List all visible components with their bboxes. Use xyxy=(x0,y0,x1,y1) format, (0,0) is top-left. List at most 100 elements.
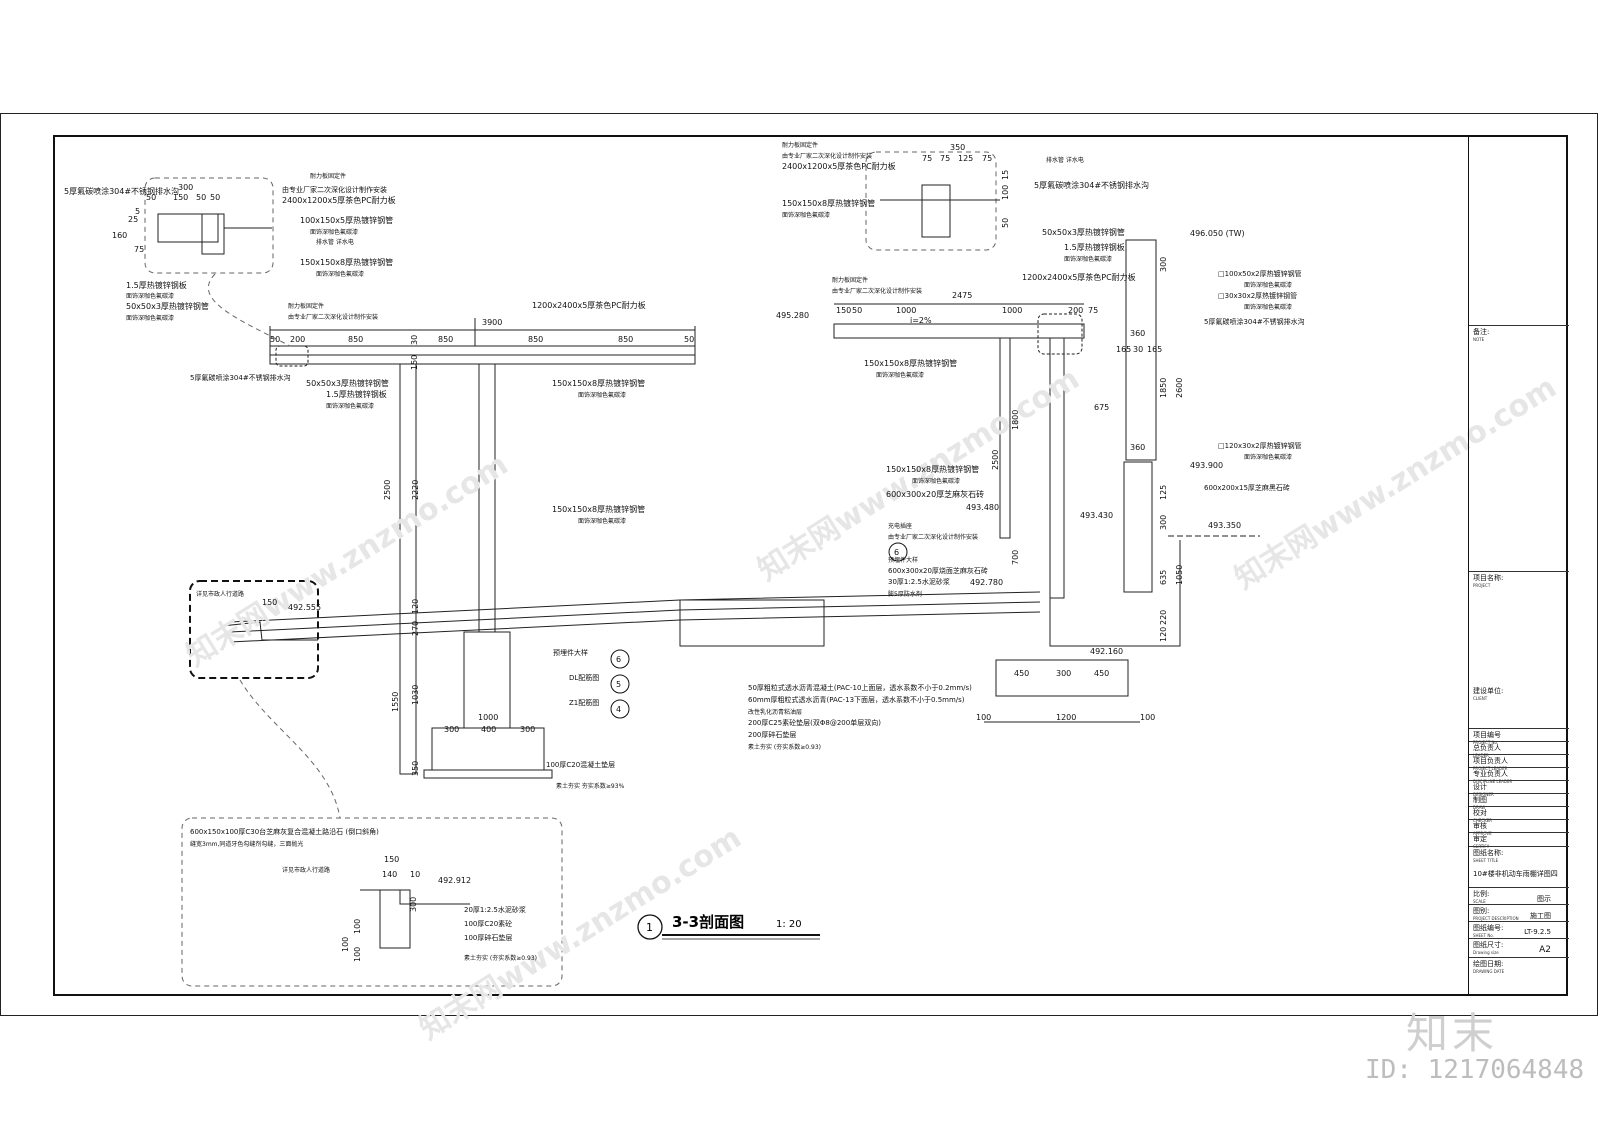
drawing-sheet-border xyxy=(0,113,1598,1016)
lc-vdim: 30 xyxy=(410,335,419,345)
tb-size: 图纸尺寸:Drawing size A2 xyxy=(1469,938,1569,956)
rc-elevation: 493.430 xyxy=(1080,511,1113,520)
rd-label: 150x150x8厚热镀锌钢管 xyxy=(782,198,875,208)
layer-label: 50厚粗粒式透水沥青混凝土(PAC-10上面层，透水系数不小于0.2mm/s) xyxy=(748,683,972,692)
rc-mid-label: 充电插座 xyxy=(888,522,912,530)
rd-dim: 15 xyxy=(1001,170,1010,180)
tb-note: 备注: NOTE xyxy=(1469,325,1569,571)
rc-mid-dim: 2500 xyxy=(991,450,1000,470)
ld-dim-25: 25 xyxy=(128,215,138,224)
rd-dim: 125 xyxy=(958,154,973,163)
curb-detail-1-box xyxy=(189,580,319,679)
pavement-layers xyxy=(679,599,825,647)
rc-wall-dim: 360 xyxy=(1130,443,1145,452)
lc-fdim: 1000 xyxy=(478,713,498,722)
lc-dim: 850 xyxy=(528,335,543,344)
cd2-ref: 详见市政人行道路 xyxy=(282,866,330,874)
rc-label: 1200x2400x5厚茶色PC耐力板 xyxy=(1022,272,1136,282)
ld-label: 面饰深咖色氟碳漆 xyxy=(316,270,364,278)
ld-label: 50x50x3厚热镀锌钢管 xyxy=(126,301,209,311)
cd2-dim: 100 xyxy=(353,919,362,934)
rc-dim: 50 xyxy=(852,306,862,315)
ld-label: 由专业厂家二次深化设计制作安装 xyxy=(282,185,387,194)
rc-wall-label: □100x50x2厚热镀锌钢管 xyxy=(1218,269,1302,278)
tb-stage: 图别:PROJECT DESCRIPTION 施工图 xyxy=(1469,904,1569,921)
lc-dim: 50 xyxy=(684,335,694,344)
rc-mid-dim: 1800 xyxy=(1011,410,1020,430)
ld-dim-75: 75 xyxy=(134,245,144,254)
cd2-label: 20厚1:2.5水泥砂浆 xyxy=(464,905,526,914)
rc-wall-label: 面饰深咖色氟碳漆 xyxy=(1244,453,1292,461)
rc-wall-dim: 360 xyxy=(1130,329,1145,338)
rd-label: 排水管 详水电 xyxy=(1046,156,1084,164)
lc-label: 1200x2400x5厚茶色PC耐力板 xyxy=(532,300,646,310)
rc-mid-label: 由专业厂家二次深化设计制作安装 xyxy=(888,533,978,541)
drawing-frame xyxy=(53,135,1568,996)
right-wall-post xyxy=(1123,461,1153,593)
rc-wall-dim: 125 xyxy=(1159,485,1168,500)
rc-fdim: 1200 xyxy=(1056,713,1076,722)
rc-wall-dim: 1050 xyxy=(1175,565,1184,585)
ld-label: 100x150x5厚热镀锌钢管 xyxy=(300,215,393,225)
rc-dim: 1000 xyxy=(896,306,916,315)
cd1-elevation: 492.555 xyxy=(288,603,321,612)
rc-fdim: 450 xyxy=(1094,669,1109,678)
lc-overall: 3900 xyxy=(482,318,502,327)
right-footing xyxy=(995,659,1129,697)
ld-label: 面饰深咖色氟碳漆 xyxy=(310,228,358,236)
ld-dim-150: 150 xyxy=(173,193,188,202)
section-circle xyxy=(637,914,663,940)
rc-mid-label: 预埋件大样 xyxy=(888,556,918,564)
lc-dim: 850 xyxy=(618,335,633,344)
rc-label: 面饰深咖色氟碳漆 xyxy=(876,371,924,379)
rd-dim: 75 xyxy=(982,154,992,163)
tb-date: 绘图日期:DRAWING DATE xyxy=(1469,957,1569,995)
watermark-id: ID: 1217064848 xyxy=(1365,1055,1585,1085)
right-column xyxy=(1049,337,1065,599)
rc-label: 150x150x8厚热镀锌钢管 xyxy=(864,358,957,368)
rc-wall-dim: 2600 xyxy=(1175,378,1184,398)
cd2-dim: 10 xyxy=(410,870,420,879)
lc-callout-no: 6 xyxy=(616,655,621,664)
rc-label: 由专业厂家二次深化设计制作安装 xyxy=(832,287,922,295)
cd2-dim: 300 xyxy=(409,897,418,912)
rc-elevation: 492.160 xyxy=(1090,647,1123,656)
ld-label: 150x150x8厚热镀锌钢管 xyxy=(300,257,393,267)
rc-mid-label: 150x150x8厚热镀锌钢管 xyxy=(886,464,979,474)
lc-dim: 850 xyxy=(438,335,453,344)
rc-fdim: 450 xyxy=(1014,669,1029,678)
right-roof-beam xyxy=(833,323,1085,339)
lc-vdim: 1550 xyxy=(391,692,400,712)
rc-mid-label: 膨5厚防水剂 xyxy=(888,590,922,598)
lc-fdim: 400 xyxy=(481,725,496,734)
sheet-title-value: 10#楼非机动车雨棚详图四 xyxy=(1473,870,1558,878)
rd-label: 1.5厚热镀锌钢板 xyxy=(1064,242,1125,252)
rc-overall: 2475 xyxy=(952,291,972,300)
tb-sheet-title: 图纸名称:SHEET TITLE 10#楼非机动车雨棚详图四 xyxy=(1469,846,1569,886)
tb-sheet-no: 图纸编号:SHEET No. LT-9.2.5 xyxy=(1469,921,1569,938)
cd2-dim: 150 xyxy=(384,855,399,864)
cd2-title: 600x150x100厚C30台芝麻灰复合混凝土路沿石 (倒口斜角) xyxy=(190,827,379,836)
rc-wall-dim: 635 xyxy=(1159,570,1168,585)
lc-label: 由专业厂家二次深化设计制作安装 xyxy=(288,313,378,321)
rc-mid-label: 600x300x20厚芝麻灰石砖 xyxy=(886,489,984,499)
lc-callout-no: 5 xyxy=(616,680,621,689)
layer-label: 改性乳化沥青粘油层 xyxy=(748,708,802,716)
rc-elevation: 493.900 xyxy=(1190,461,1223,470)
lc-vdim: 1030 xyxy=(411,685,420,705)
rd-label: 耐力板固定件 xyxy=(782,141,818,149)
rc-elevation: 493.350 xyxy=(1208,521,1241,530)
tb-client: 建设单位: CLIENT xyxy=(1473,687,1504,701)
lc-label: 面饰深咖色氟碳漆 xyxy=(326,402,374,410)
section-title: 3-3剖面图 xyxy=(672,913,744,931)
cd2-label: 100厚C20素砼 xyxy=(464,919,512,928)
lc-label: 50x50x3厚热镀锌钢管 xyxy=(306,378,389,388)
lc-dim: 850 xyxy=(348,335,363,344)
lc-label: 面饰深咖色氟碳漆 xyxy=(578,391,626,399)
right-detail-box xyxy=(865,151,997,251)
lc-vdim: 350 xyxy=(411,761,420,776)
lc-soil: 素土夯实 夯实系数≥93% xyxy=(556,782,625,790)
ld-label: 面饰深咖色氟碳漆 xyxy=(126,292,174,300)
rc-wall-dim: 120 xyxy=(1159,627,1168,642)
